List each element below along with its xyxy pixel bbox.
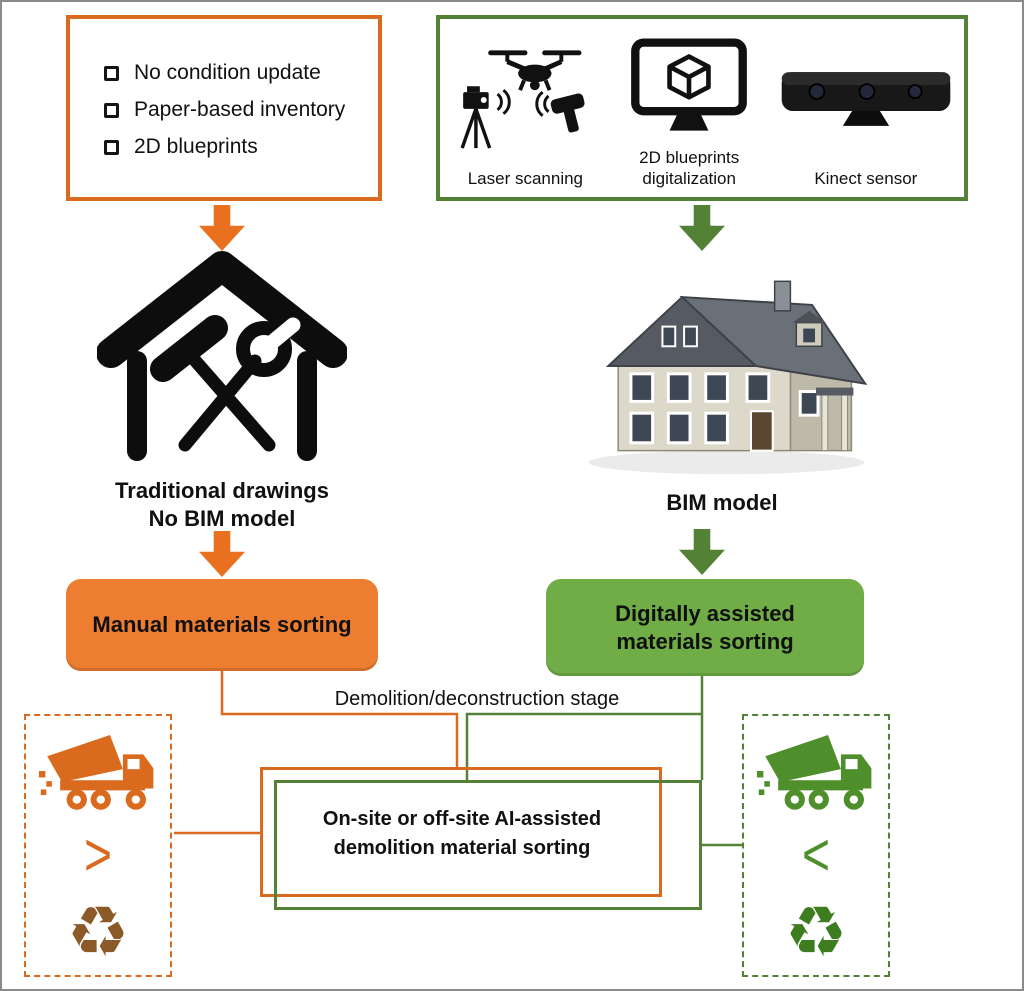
checklist-item: No condition update [104,61,378,85]
kinect-sensor-icon [781,71,951,126]
traditional-caption: Traditional drawings No BIM model [115,478,329,531]
checklist-label: Paper-based inventory [134,98,346,121]
digital-capture-box: Laser scanning 2D blueprints digitalizat… [436,15,968,201]
checklist-item: Paper-based inventory [104,98,378,122]
checklist-item: 2D blueprints [104,135,378,159]
capture-label: 2D blueprints digitalization [639,148,740,188]
traditional-process-box: No condition update Paper-based inventor… [66,15,382,201]
digital-output-box: < ♻ [742,714,890,977]
recycle-icon: ♻ [784,893,848,971]
ai-box-green-frame [274,780,702,910]
capture-method-kinect: Kinect sensor [774,29,958,189]
capture-method-laser: Laser scanning [446,29,605,189]
monitor-cube-icon [631,38,748,131]
ai-box-orange-frame [260,767,662,897]
checklist-label: No condition update [134,61,321,84]
bim-house-image [588,280,868,475]
less-than-symbol: < [801,821,831,888]
dump-truck-icon [38,735,154,810]
checklist-label: 2D blueprints [134,135,258,158]
greater-than-symbol: > [83,821,113,888]
arrow-down-icon [679,205,725,251]
manual-sorting-box: Manual materials sorting [66,579,378,671]
digital-sorting-box: Digitally assisted materials sorting [546,579,864,676]
arrow-down-icon [199,531,245,577]
laser-scanning-icon [460,49,585,149]
ai-sorting-label: On-site or off-site AI-assisted demoliti… [322,808,602,859]
bim-caption: BIM model [666,490,778,515]
dump-truck-icon [756,735,872,810]
arrow-down-icon [679,529,725,575]
arrow-down-icon [199,205,245,251]
stage-label: Demolition/deconstruction stage [334,688,620,710]
capture-label: Laser scanning [467,169,584,188]
checkbox-icon [104,102,119,118]
checkbox-icon [104,139,119,155]
checkbox-icon [104,65,119,81]
house-tools-icon [97,251,347,461]
capture-label: Kinect sensor [814,169,918,188]
manual-output-box: > ♻ [24,714,172,977]
recycle-icon: ♻ [66,893,130,971]
capture-method-digitalization: 2D blueprints digitalization [605,29,774,189]
